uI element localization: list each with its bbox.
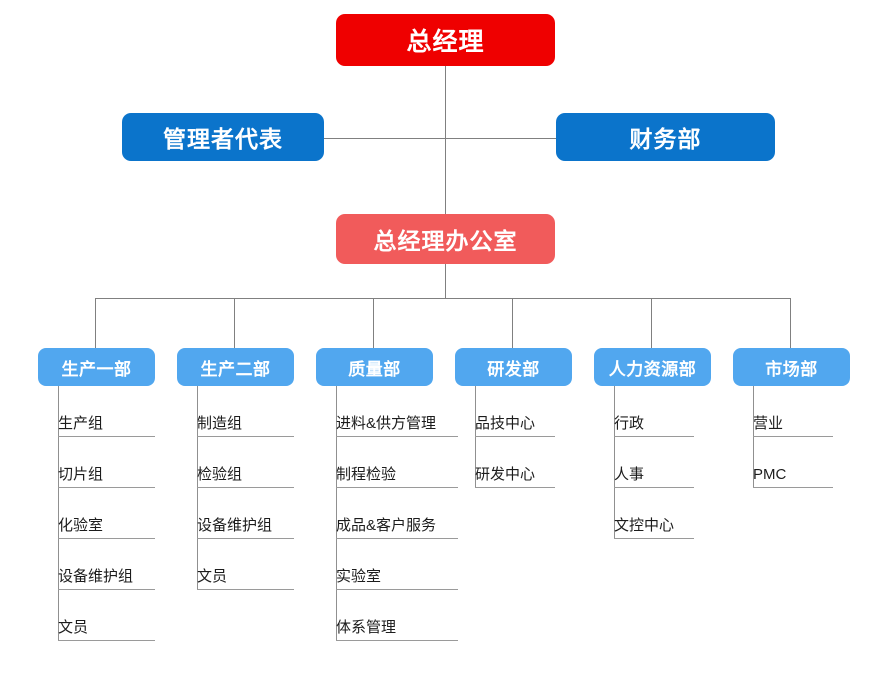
sub-item-label: 实验室 <box>336 567 382 585</box>
list-item[interactable]: 生产组 <box>58 386 155 437</box>
node-department-hr-label: 人力资源部 <box>608 359 697 379</box>
sub-item-label: 切片组 <box>58 465 104 483</box>
list-item[interactable]: 品技中心 <box>475 386 555 437</box>
connector-drop-dept-3 <box>373 298 374 348</box>
connector-sub-spine-1 <box>58 386 59 641</box>
sub-list-production-2: 制造组 检验组 设备维护组 文员 <box>177 386 294 590</box>
node-management-representative[interactable]: 管理者代表 <box>122 113 324 161</box>
sub-item-label: 研发中心 <box>475 465 536 483</box>
node-general-manager-label: 总经理 <box>406 28 485 56</box>
connector-sub-spine-6 <box>753 386 754 488</box>
list-item[interactable]: 实验室 <box>336 539 458 590</box>
list-item[interactable]: 文控中心 <box>614 488 694 539</box>
node-department-production-1[interactable]: 生产一部 <box>38 348 155 386</box>
connector-drop-dept-6 <box>790 298 791 348</box>
node-department-rd[interactable]: 研发部 <box>455 348 572 386</box>
sub-item-label: 生产组 <box>58 414 104 432</box>
list-item[interactable]: 化验室 <box>58 488 155 539</box>
sub-list-marketing: 营业 PMC <box>733 386 850 488</box>
sub-item-label: 文控中心 <box>614 516 675 534</box>
sub-item-label: 营业 <box>753 414 784 432</box>
connector-drop-dept-1 <box>95 298 96 348</box>
node-gm-office-label: 总经理办公室 <box>373 228 518 254</box>
connector-sub-spine-5 <box>614 386 615 539</box>
sub-item-label: PMC <box>753 465 787 483</box>
department-column-quality: 质量部 进料&供方管理 制程检验 成品&客户服务 实验室 体系管理 <box>316 348 458 641</box>
sub-item-label: 行政 <box>614 414 645 432</box>
node-department-quality[interactable]: 质量部 <box>316 348 433 386</box>
node-department-production-1-label: 生产一部 <box>61 359 132 379</box>
sub-item-label: 文员 <box>58 618 89 636</box>
node-department-marketing-label: 市场部 <box>765 359 818 379</box>
connector-sub-spine-2 <box>197 386 198 590</box>
connector-drop-dept-2 <box>234 298 235 348</box>
list-item[interactable]: 切片组 <box>58 437 155 488</box>
connector-finance-branch <box>445 138 556 139</box>
sub-list-rd: 品技中心 研发中心 <box>455 386 572 488</box>
list-item[interactable]: 行政 <box>614 386 694 437</box>
list-item[interactable]: 制造组 <box>197 386 294 437</box>
department-column-hr: 人力资源部 行政 人事 文控中心 <box>594 348 711 539</box>
sub-item-label: 制程检验 <box>336 465 397 483</box>
list-item[interactable]: 文员 <box>58 590 155 641</box>
sub-item-label: 设备维护组 <box>197 516 273 534</box>
department-column-production-1: 生产一部 生产组 切片组 化验室 设备维护组 文员 <box>38 348 155 641</box>
sub-item-label: 文员 <box>197 567 228 585</box>
sub-item-label: 进料&供方管理 <box>336 414 437 432</box>
sub-item-label: 设备维护组 <box>58 567 134 585</box>
list-item[interactable]: 人事 <box>614 437 694 488</box>
node-management-representative-label: 管理者代表 <box>163 126 283 152</box>
sub-item-label: 品技中心 <box>475 414 536 432</box>
sub-item-label: 化验室 <box>58 516 104 534</box>
list-item[interactable]: 体系管理 <box>336 590 458 641</box>
connector-drop-dept-4 <box>512 298 513 348</box>
connector-drop-dept-5 <box>651 298 652 348</box>
node-department-quality-label: 质量部 <box>348 359 401 379</box>
list-item[interactable]: 设备维护组 <box>58 539 155 590</box>
list-item[interactable]: 进料&供方管理 <box>336 386 458 437</box>
list-item[interactable]: PMC <box>753 437 833 488</box>
list-item[interactable]: 成品&客户服务 <box>336 488 458 539</box>
node-gm-office[interactable]: 总经理办公室 <box>336 214 555 264</box>
list-item[interactable]: 文员 <box>197 539 294 590</box>
sub-item-label: 成品&客户服务 <box>336 516 437 534</box>
node-department-hr[interactable]: 人力资源部 <box>594 348 711 386</box>
sub-item-label: 人事 <box>614 465 645 483</box>
connector-office-to-bus <box>445 264 446 298</box>
connector-sub-spine-3 <box>336 386 337 641</box>
list-item[interactable]: 设备维护组 <box>197 488 294 539</box>
list-item[interactable]: 制程检验 <box>336 437 458 488</box>
sub-item-label: 体系管理 <box>336 618 397 636</box>
department-column-production-2: 生产二部 制造组 检验组 设备维护组 文员 <box>177 348 294 590</box>
node-finance-department-label: 财务部 <box>629 126 702 152</box>
connector-mgr-rep-branch <box>324 138 445 139</box>
connector-department-bus <box>95 298 791 299</box>
department-column-rd: 研发部 品技中心 研发中心 <box>455 348 572 488</box>
sub-list-production-1: 生产组 切片组 化验室 设备维护组 文员 <box>38 386 155 641</box>
node-department-production-2[interactable]: 生产二部 <box>177 348 294 386</box>
sub-list-quality: 进料&供方管理 制程检验 成品&客户服务 实验室 体系管理 <box>316 386 458 641</box>
node-general-manager[interactable]: 总经理 <box>336 14 555 66</box>
sub-item-label: 制造组 <box>197 414 243 432</box>
department-column-marketing: 市场部 营业 PMC <box>733 348 850 488</box>
node-department-rd-label: 研发部 <box>487 359 540 379</box>
connector-gm-to-office <box>445 66 446 214</box>
sub-item-label: 检验组 <box>197 465 243 483</box>
node-department-marketing[interactable]: 市场部 <box>733 348 850 386</box>
node-finance-department[interactable]: 财务部 <box>556 113 775 161</box>
connector-sub-spine-4 <box>475 386 476 488</box>
node-department-production-2-label: 生产二部 <box>200 359 271 379</box>
list-item[interactable]: 检验组 <box>197 437 294 488</box>
list-item[interactable]: 营业 <box>753 386 833 437</box>
sub-list-hr: 行政 人事 文控中心 <box>594 386 711 539</box>
list-item[interactable]: 研发中心 <box>475 437 555 488</box>
